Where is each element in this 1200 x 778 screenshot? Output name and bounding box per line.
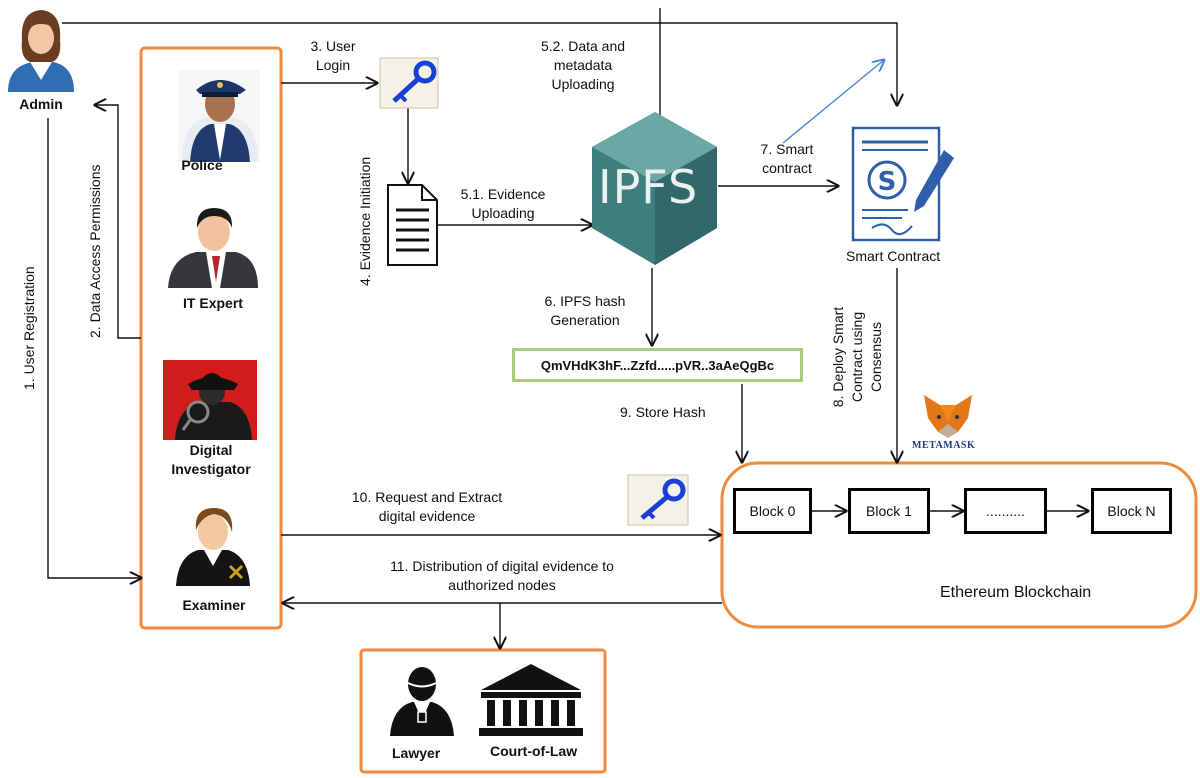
it-expert-icon <box>168 208 258 288</box>
ipfs-logo-icon <box>592 112 717 265</box>
ipfs-hash-box: QmVHdK3hF...Zzfd.....pVR..3aAeQgBc <box>512 348 803 382</box>
blockchain-container <box>720 461 1198 629</box>
examiner-icon <box>176 508 250 586</box>
smart-contract-icon: S <box>851 126 954 242</box>
step6-label: 6. IPFS hash Generation <box>544 293 626 328</box>
step51-label: 5.1. Evidence Uploading <box>460 186 546 221</box>
request-key-icon <box>627 474 689 526</box>
court-label: Court-of-Law <box>490 743 578 759</box>
step11-label: 11. Distribution of digital evidence to … <box>390 558 614 593</box>
admin-to-contract-arrow <box>660 22 897 105</box>
court-icon <box>479 664 583 736</box>
step9-label: 9. Store Hash <box>620 404 706 420</box>
user-registration-arrow <box>47 118 141 578</box>
police-icon <box>178 70 260 162</box>
step4-label: 4. Evidence Initiation <box>357 156 373 286</box>
metamask-fox-icon <box>924 395 972 438</box>
step1-label: 1. User Registration <box>21 266 37 390</box>
step10-label: 10. Request and Extract digital evidence <box>351 489 503 524</box>
step2-label: 2. Data Access Permissions <box>87 164 103 338</box>
block-n: Block N <box>1091 488 1172 534</box>
investigator-icon <box>163 360 257 440</box>
blockchain-label: Ethereum Blockchain <box>940 584 1092 601</box>
metamask-label: METAMASK <box>912 440 976 451</box>
blue-contract-arrow <box>782 60 884 144</box>
step52-label: 5.2. Data and metadata Uploading <box>540 38 626 92</box>
step3-label: 3. User Login <box>310 38 356 73</box>
ipfs-logo-text: IPFS <box>598 160 699 214</box>
smart-contract-label: Smart Contract <box>846 248 941 264</box>
lawyer-icon <box>390 667 454 736</box>
block-1: Block 1 <box>848 488 930 534</box>
investigator-label: Digital Investigator <box>171 442 251 477</box>
evidence-document-icon <box>387 184 438 266</box>
login-key-icon <box>379 57 439 109</box>
admin-icon <box>8 10 74 92</box>
svg-text:S: S <box>878 167 897 197</box>
block-ellipsis: .......... <box>964 488 1047 534</box>
lawyer-label: Lawyer <box>392 745 441 761</box>
data-access-arrow <box>95 105 141 339</box>
legal-container <box>359 648 607 774</box>
step7-label: 7. Smart contract <box>760 141 814 176</box>
examiner-label: Examiner <box>182 597 246 613</box>
step8-label: 8. Deploy Smart Contract using Consensus <box>830 306 884 408</box>
block-0: Block 0 <box>733 488 812 534</box>
it-expert-label: IT Expert <box>183 295 243 311</box>
admin-label: Admin <box>19 96 63 112</box>
police-label: Police <box>181 157 223 173</box>
